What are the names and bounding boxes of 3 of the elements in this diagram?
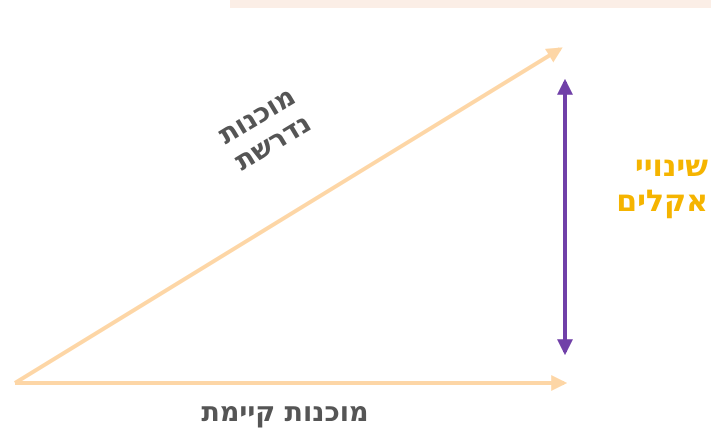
gap-label: שינויי אקלים: [615, 150, 708, 219]
vector-label: מוכנות קיימת: [200, 397, 370, 428]
vector-label: מוכנות נדרשת: [212, 80, 318, 180]
